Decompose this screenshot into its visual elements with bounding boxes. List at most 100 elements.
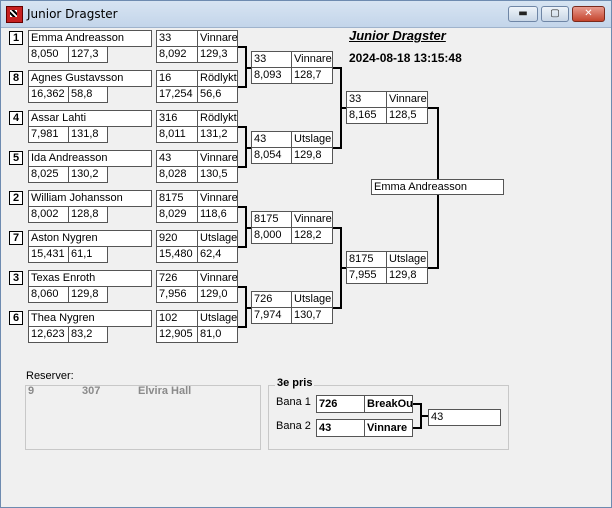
elapsed-time-field[interactable]: 8,054 [251, 147, 292, 164]
mph-field[interactable]: 129,3 [197, 46, 238, 63]
elapsed-time-field[interactable]: 17,254 [156, 86, 198, 103]
third-place-winner[interactable]: 43 [428, 409, 501, 426]
driver-name-field[interactable]: Emma Andreasson [28, 30, 152, 47]
car-number-field[interactable]: 8175 [251, 211, 292, 228]
reaction-time-field[interactable]: 8,025 [28, 166, 69, 183]
elapsed-time-field[interactable]: 8,011 [156, 126, 198, 143]
elapsed-time-field[interactable]: 8,165 [346, 107, 387, 124]
mph-field[interactable]: 81,0 [197, 326, 238, 343]
result-field[interactable]: Vinnare [291, 211, 333, 228]
lane-1-result[interactable]: BreakOut [364, 395, 413, 413]
result-field[interactable]: Vinnare [291, 51, 333, 68]
result-field[interactable]: Vinnare [197, 190, 238, 207]
speed-field[interactable]: 130,2 [68, 166, 108, 183]
result-field[interactable]: Rödlykta [197, 70, 238, 87]
reaction-time-field[interactable]: 7,981 [28, 126, 69, 143]
driver-name-field[interactable]: Assar Lahti [28, 110, 152, 127]
mph-field[interactable]: 118,6 [197, 206, 238, 223]
dragster-flag-icon[interactable] [6, 6, 23, 23]
close-button[interactable]: ✕ [572, 6, 605, 22]
car-number-field[interactable]: 726 [156, 270, 198, 287]
title-bar[interactable]: Junior Dragster ▬ ▢ ✕ [1, 1, 611, 28]
car-number-field[interactable]: 726 [251, 291, 292, 308]
speed-field[interactable]: 129,8 [68, 286, 108, 303]
mph-field[interactable]: 128,7 [291, 67, 333, 84]
speed-field[interactable]: 83,2 [68, 326, 108, 343]
result-field[interactable]: Utslagen [386, 251, 428, 268]
maximize-button[interactable]: ▢ [541, 6, 569, 22]
result-field[interactable]: Utslagen [197, 310, 238, 327]
speed-field[interactable]: 127,3 [68, 46, 108, 63]
elapsed-time-field[interactable]: 12,905 [156, 326, 198, 343]
mph-field[interactable]: 130,7 [291, 307, 333, 324]
elapsed-time-field[interactable]: 7,955 [346, 267, 387, 284]
driver-name-field[interactable]: Thea Nygren [28, 310, 152, 327]
reaction-time-field[interactable]: 16,362 [28, 86, 69, 103]
bracket-line [245, 67, 251, 69]
result-field[interactable]: Utslagen [197, 230, 238, 247]
car-number-field[interactable]: 316 [156, 110, 198, 127]
bracket-line [238, 166, 246, 168]
elapsed-time-field[interactable]: 8,029 [156, 206, 198, 223]
speed-field[interactable]: 128,8 [68, 206, 108, 223]
mph-field[interactable]: 129,8 [386, 267, 428, 284]
mph-field[interactable]: 130,5 [197, 166, 238, 183]
mph-field[interactable]: 62,4 [197, 246, 238, 263]
elapsed-time-field[interactable]: 7,956 [156, 286, 198, 303]
mph-field[interactable]: 131,2 [197, 126, 238, 143]
elapsed-time-field[interactable]: 15,480 [156, 246, 198, 263]
lane-2-label: Bana 2 [276, 420, 311, 432]
driver-name-field[interactable]: Ida Andreasson [28, 150, 152, 167]
car-number-field[interactable]: 16 [156, 70, 198, 87]
lane-2-result[interactable]: Vinnare [364, 419, 413, 437]
car-number-field[interactable]: 33 [156, 30, 198, 47]
speed-field[interactable]: 131,8 [68, 126, 108, 143]
bracket-line [238, 126, 246, 128]
reaction-time-field[interactable]: 8,060 [28, 286, 69, 303]
car-number-field[interactable]: 33 [346, 91, 387, 108]
driver-name-field[interactable]: William Johansson [28, 190, 152, 207]
mph-field[interactable]: 56,6 [197, 86, 238, 103]
mph-field[interactable]: 129,8 [291, 147, 333, 164]
car-number-field[interactable]: 8175 [346, 251, 387, 268]
bracket-line [340, 107, 346, 109]
driver-name-field[interactable]: Agnes Gustavsson [28, 70, 152, 87]
minimize-button[interactable]: ▬ [508, 6, 538, 22]
elapsed-time-field[interactable]: 8,028 [156, 166, 198, 183]
lane-2-number[interactable]: 43 [316, 419, 366, 437]
result-field[interactable]: Vinnare [197, 30, 238, 47]
speed-field[interactable]: 58,8 [68, 86, 108, 103]
reserve-position: 9 [28, 385, 35, 397]
result-field[interactable]: Utslagen [291, 131, 333, 148]
champion-field[interactable]: Emma Andreasson [371, 179, 504, 195]
elapsed-time-field[interactable]: 7,974 [251, 307, 292, 324]
driver-name-field[interactable]: Texas Enroth [28, 270, 152, 287]
car-number-field[interactable]: 43 [251, 131, 292, 148]
seed-badge: 2 [9, 191, 23, 205]
lane-1-number[interactable]: 726 [316, 395, 366, 413]
reaction-time-field[interactable]: 8,050 [28, 46, 69, 63]
result-field[interactable]: Utslagen [291, 291, 333, 308]
result-field[interactable]: Vinnare [386, 91, 428, 108]
car-number-field[interactable]: 102 [156, 310, 198, 327]
car-number-field[interactable]: 920 [156, 230, 198, 247]
elapsed-time-field[interactable]: 8,000 [251, 227, 292, 244]
result-field[interactable]: Vinnare [197, 150, 238, 167]
result-field[interactable]: Vinnare [197, 270, 238, 287]
seed-badge: 3 [9, 271, 23, 285]
elapsed-time-field[interactable]: 8,092 [156, 46, 198, 63]
reaction-time-field[interactable]: 12,623 [28, 326, 69, 343]
seed-badge: 4 [9, 111, 23, 125]
speed-field[interactable]: 61,1 [68, 246, 108, 263]
driver-name-field[interactable]: Aston Nygren [28, 230, 152, 247]
elapsed-time-field[interactable]: 8,093 [251, 67, 292, 84]
reaction-time-field[interactable]: 15,431 [28, 246, 69, 263]
reaction-time-field[interactable]: 8,002 [28, 206, 69, 223]
car-number-field[interactable]: 8175 [156, 190, 198, 207]
car-number-field[interactable]: 33 [251, 51, 292, 68]
car-number-field[interactable]: 43 [156, 150, 198, 167]
mph-field[interactable]: 129,0 [197, 286, 238, 303]
mph-field[interactable]: 128,5 [386, 107, 428, 124]
mph-field[interactable]: 128,2 [291, 227, 333, 244]
result-field[interactable]: Rödlykta [197, 110, 238, 127]
